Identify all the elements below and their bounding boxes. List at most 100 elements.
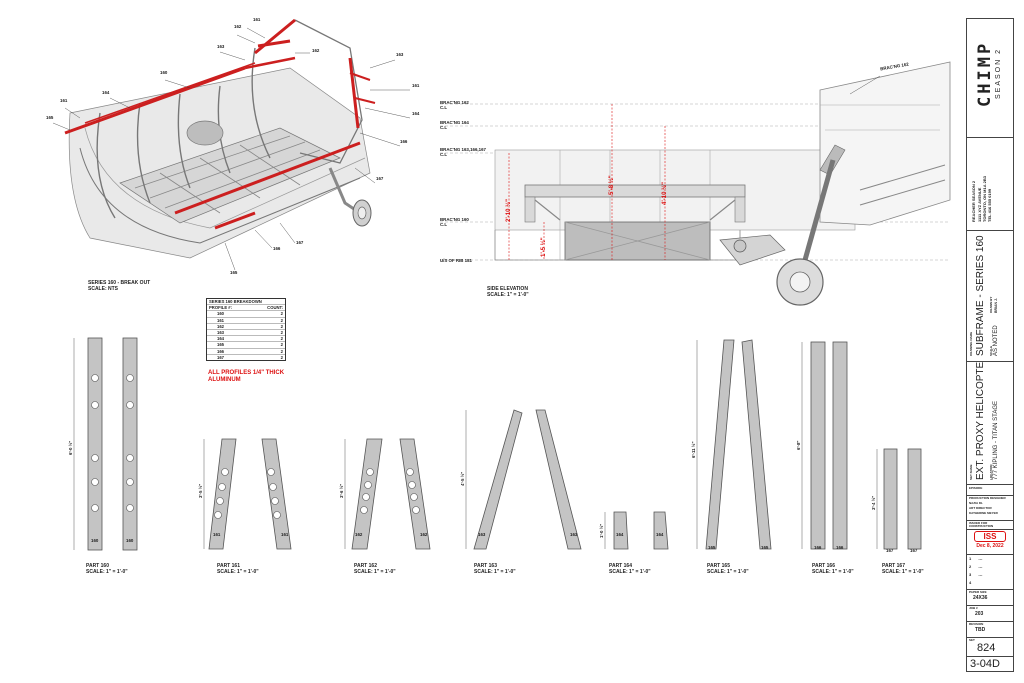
iso-callout: 161 — [60, 98, 68, 103]
dimension-label: 5'-8 ½" — [609, 175, 615, 195]
part-number: 165 — [761, 545, 769, 550]
material-note: ALL PROFILES 1/4" THICK ALUMINUM — [208, 370, 285, 383]
drawing-name-section: DRAWING NAME SUBFRAME - SERIES 160 SCALE… — [967, 231, 1013, 362]
part-dimension: 1'-0 ½" — [599, 523, 604, 538]
issue-date: Dec 8, 2022 — [976, 543, 1004, 549]
part-number: 167 — [910, 548, 918, 553]
sheet-number: 3-04D — [970, 658, 1000, 670]
part-number: 161 — [213, 532, 221, 537]
credits-section: PRODUCTION DESIGNER NAZIA DL ART DIRECTO… — [967, 496, 1013, 521]
revision-row: 4 — [969, 580, 972, 585]
dimension-label: 2'-10 ½" — [506, 199, 512, 222]
part-number: 161 — [281, 532, 289, 537]
part-number: 166 — [814, 545, 822, 550]
drawing-name: SUBFRAME - SERIES 160 — [975, 235, 986, 356]
set-name-section: SET NAME EXT. PROXY HELICOPTER LOCATION … — [967, 362, 1013, 485]
part-number: 165 — [708, 545, 716, 550]
director: KATHERINE MEYER — [969, 511, 998, 515]
part-dimension: 3'-6 ½" — [339, 483, 344, 498]
company-section: REACHER SEASON 2 1111 XYZ AVENUE TORONTO… — [967, 138, 1013, 231]
breakdown-title: SERIES 160 BREAKDOWN — [209, 299, 262, 304]
scale-value: AS NOTED — [993, 325, 999, 356]
elevation-caption: SIDE ELEVATION SCALE: 1" = 1'-0" — [487, 286, 529, 298]
revision-label: REVISION — [969, 622, 984, 626]
revision-row: 2 --- — [969, 564, 983, 569]
director-label: ART DIRECTOR — [969, 506, 992, 510]
iso-view: 161 162 163 160 164 161 165 162 163 161 … — [40, 8, 430, 283]
set-label: SET — [969, 638, 975, 642]
part-number: 160 — [91, 538, 99, 543]
title-block: CHIMP SEASON 2 REACHER SEASON 2 1111 XYZ… — [966, 18, 1014, 672]
part-number: 162 — [355, 532, 363, 537]
iso-callout: 166 — [400, 139, 408, 144]
issue-status-badge: ISS — [974, 531, 1006, 542]
season-label: SEASON 2 — [995, 47, 1002, 99]
revisions-section: 1 --- 2 --- 3 --- 4 — [967, 555, 1013, 590]
paper-size: 24X36 — [973, 595, 988, 601]
iso-callout: 161 — [412, 83, 420, 88]
elevation-caption-title: SIDE ELEVATION — [487, 286, 528, 292]
iso-callout: 162 — [312, 48, 320, 53]
episode-label: EPISODE — [969, 486, 983, 490]
part-number: 164 — [616, 532, 624, 537]
set-name-label: SET NAME — [969, 464, 973, 480]
iso-callout: 167 — [296, 240, 304, 245]
episode-section: EPISODE — [967, 485, 1013, 496]
iso-callout: 164 — [412, 111, 420, 116]
revision-row: 3 --- — [969, 572, 983, 577]
issue-section: ISS Dec 8, 2022 — [967, 530, 1013, 555]
job-number: 203 — [975, 611, 984, 617]
breakdown-col-profile: PROFILE #: — [207, 304, 252, 311]
part-number: 164 — [656, 532, 664, 537]
set-name: EXT. PROXY HELICOPTER — [975, 362, 986, 480]
title-logo-section: CHIMP SEASON 2 — [967, 19, 1013, 138]
job-section: JOB # 203 — [967, 606, 1013, 622]
paper-section: PAPER SIZE 24X36 — [967, 590, 1013, 606]
iso-callout: 163 — [217, 44, 225, 49]
company-name: REACHER SEASON 2 — [971, 180, 976, 222]
drawn-by-label: DRAWN BY — [989, 296, 993, 313]
iso-callout: 160 — [160, 70, 168, 75]
iso-callout: 167 — [376, 176, 384, 181]
part-dimension: 4'-5 ½" — [460, 471, 465, 486]
dimension-label: 4'-10 ½" — [662, 182, 668, 205]
issued-for-section: ISSUED FOR CONSTRUCTION — [967, 521, 1013, 530]
revision-row: 1 --- — [969, 556, 983, 561]
iso-callout: 163 — [396, 52, 404, 57]
part-number: 162 — [420, 532, 428, 537]
part-number: 167 — [886, 548, 894, 553]
part-number: 160 — [126, 538, 134, 543]
parts-drawing — [73, 337, 922, 551]
set-number-section: SET 824 — [967, 638, 1013, 657]
drawn-by: BRIAN J. — [994, 298, 998, 313]
iso-callout: 164 — [102, 90, 110, 95]
issued-for-label: ISSUED FOR — [969, 521, 988, 525]
set-number: 824 — [977, 642, 996, 654]
iso-callout: 165 — [46, 115, 54, 120]
elevation-caption-scale: SCALE: 1" = 1'-0" — [487, 292, 529, 298]
part-dimension: 6'-8" — [796, 440, 801, 450]
iso-drawing — [52, 18, 411, 271]
iso-caption: SERIES 160 - BREAK OUT SCALE: NTS — [88, 280, 150, 292]
designer: NAZIA DL — [969, 501, 983, 505]
part-number: 163 — [570, 532, 578, 537]
iso-callout: 165 — [230, 270, 238, 275]
job-label: JOB # — [969, 606, 978, 610]
